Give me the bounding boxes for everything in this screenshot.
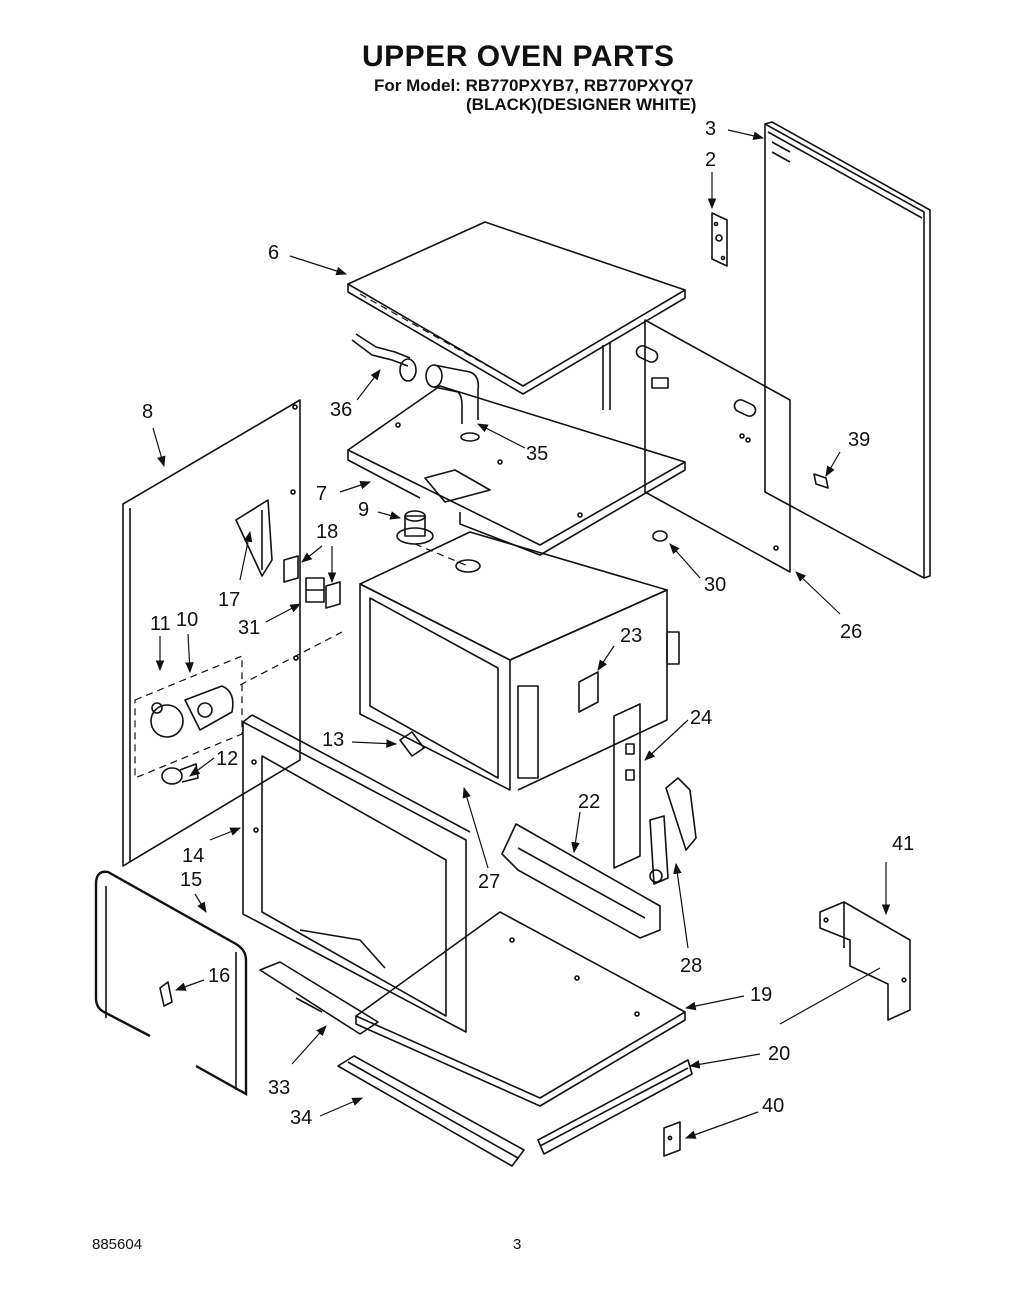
document-code: 885604 bbox=[92, 1236, 143, 1253]
callout-3: 3 bbox=[705, 118, 716, 140]
callout-26: 26 bbox=[840, 621, 862, 643]
part-20-trim bbox=[537, 1059, 693, 1155]
callout-31: 31 bbox=[238, 617, 260, 639]
callout-18: 18 bbox=[316, 521, 338, 543]
variant-line: (BLACK)(DESIGNER WHITE) bbox=[466, 95, 697, 114]
part-13-clip bbox=[399, 731, 425, 757]
part-6-top-panel bbox=[347, 221, 686, 395]
callout-28: 28 bbox=[680, 955, 702, 977]
callout-7: 7 bbox=[316, 483, 327, 505]
callout-39: 39 bbox=[848, 429, 870, 451]
part-40-bracket bbox=[663, 1121, 681, 1157]
part-10-light-assembly bbox=[134, 631, 343, 779]
model-line: For Model: RB770PXYB7, RB770PXYQ7 bbox=[374, 76, 694, 95]
callout-14: 14 bbox=[182, 845, 204, 867]
part-26-rear-panel bbox=[602, 319, 791, 573]
part-14-front-frame bbox=[242, 714, 471, 1033]
callout-12: 12 bbox=[216, 748, 238, 770]
part-15-gasket bbox=[94, 870, 248, 1097]
part-24-hinge-receptacle bbox=[613, 703, 641, 869]
part-3-side-panel bbox=[764, 121, 931, 579]
leader-lines bbox=[152, 129, 891, 1139]
part-27-oven-cavity bbox=[359, 531, 680, 791]
part-34-trim bbox=[337, 1055, 525, 1167]
callout-labels: 3 2 6 36 35 39 8 7 9 18 30 17 31 26 11 1… bbox=[142, 118, 914, 1129]
part-17-bracket bbox=[235, 499, 273, 577]
part-9-sensor bbox=[396, 510, 469, 567]
part-39-clip bbox=[813, 473, 829, 489]
part-2-bracket bbox=[711, 212, 728, 267]
part-19-bottom-panel bbox=[355, 911, 686, 1107]
callout-22: 22 bbox=[578, 791, 600, 813]
callout-6: 6 bbox=[268, 242, 279, 264]
part-8-side-panel bbox=[122, 399, 301, 867]
part-31-switch bbox=[305, 577, 325, 603]
callout-41: 41 bbox=[892, 833, 914, 855]
callout-36: 36 bbox=[330, 399, 352, 421]
callout-10: 10 bbox=[176, 609, 198, 631]
callout-35: 35 bbox=[526, 443, 548, 465]
part-16-clip bbox=[159, 981, 173, 1007]
callout-8: 8 bbox=[142, 401, 153, 423]
callout-9: 9 bbox=[358, 499, 369, 521]
part-22-rail bbox=[501, 823, 661, 939]
callout-34: 34 bbox=[290, 1107, 312, 1129]
part-41-back-cover bbox=[819, 901, 911, 1021]
callout-15: 15 bbox=[180, 869, 202, 891]
part-18-switch bbox=[283, 555, 341, 609]
callout-11: 11 bbox=[150, 613, 171, 635]
callout-30: 30 bbox=[704, 574, 726, 596]
part-36-vent-tube bbox=[351, 333, 480, 442]
callout-33: 33 bbox=[268, 1077, 290, 1099]
callout-24: 24 bbox=[690, 707, 712, 729]
part-7-top-shield bbox=[347, 385, 686, 556]
callout-27: 27 bbox=[478, 871, 500, 893]
callout-23: 23 bbox=[620, 625, 642, 647]
callout-40: 40 bbox=[762, 1095, 784, 1117]
page-title: UPPER OVEN PARTS bbox=[362, 40, 675, 73]
part-28-hinge bbox=[649, 777, 697, 885]
callout-16: 16 bbox=[208, 965, 230, 987]
callout-2: 2 bbox=[705, 149, 716, 171]
callout-13: 13 bbox=[322, 729, 344, 751]
callout-17: 17 bbox=[218, 589, 240, 611]
callout-20: 20 bbox=[768, 1043, 790, 1065]
part-23-bracket bbox=[578, 671, 599, 713]
page-number: 3 bbox=[513, 1236, 522, 1253]
callout-19: 19 bbox=[750, 984, 772, 1006]
part-33-vent bbox=[259, 961, 379, 1035]
part-30-plug bbox=[652, 530, 668, 542]
